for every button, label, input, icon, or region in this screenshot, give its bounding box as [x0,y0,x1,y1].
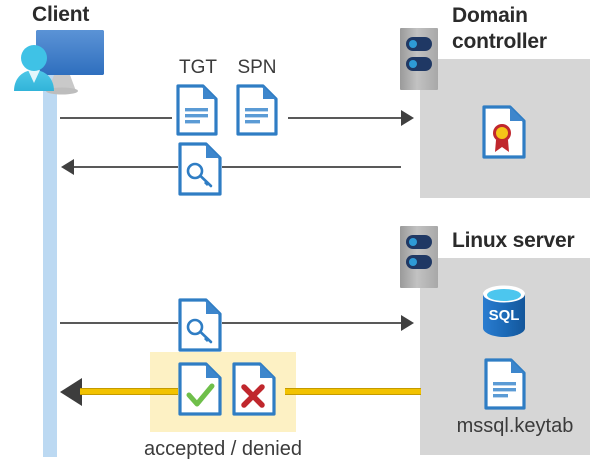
domain-controller-rack-icon [400,28,438,90]
check-document-icon [178,362,222,416]
auth-result-line-left [80,388,178,395]
message-present-arrowhead [401,315,414,331]
key-document-icon-ticket [178,142,222,196]
sql-icon-text: SQL [489,307,520,324]
certificate-document-icon [482,105,526,159]
cross-document-icon [232,362,276,416]
spn-label: SPN [237,57,277,78]
keytab-filename-label: mssql.keytab [456,415,574,437]
tgt-label: TGT [179,57,217,78]
message-request-arrowhead [401,110,414,126]
client-lifeline [43,72,57,457]
key-document-icon-present [178,298,222,352]
domain-controller-label-line1: Domain [452,4,528,27]
client-label: Client [32,3,90,26]
auth-result-caption: accepted / denied [144,438,302,460]
message-request-line-right [288,117,401,119]
sql-database-icon: SQL [478,283,530,339]
keytab-document-icon [484,358,526,410]
auth-result-arrowhead [60,378,82,406]
message-request-line-left [60,117,172,119]
domain-controller-label-line2: controller [452,30,547,53]
user-workstation-icon [8,25,108,97]
tgt-document-icon [176,84,218,136]
linux-server-label: Linux server [452,229,575,252]
auth-result-line-right [285,388,421,395]
message-ticket-arrowhead [61,159,74,175]
spn-document-icon [236,84,278,136]
domain-controller-label: Domain controller [452,3,597,55]
linux-server-rack-icon [400,226,438,288]
message-ticket-line-left [74,166,178,168]
message-present-line-right [222,322,401,324]
message-ticket-line-right [222,166,401,168]
message-present-line-left [60,322,178,324]
